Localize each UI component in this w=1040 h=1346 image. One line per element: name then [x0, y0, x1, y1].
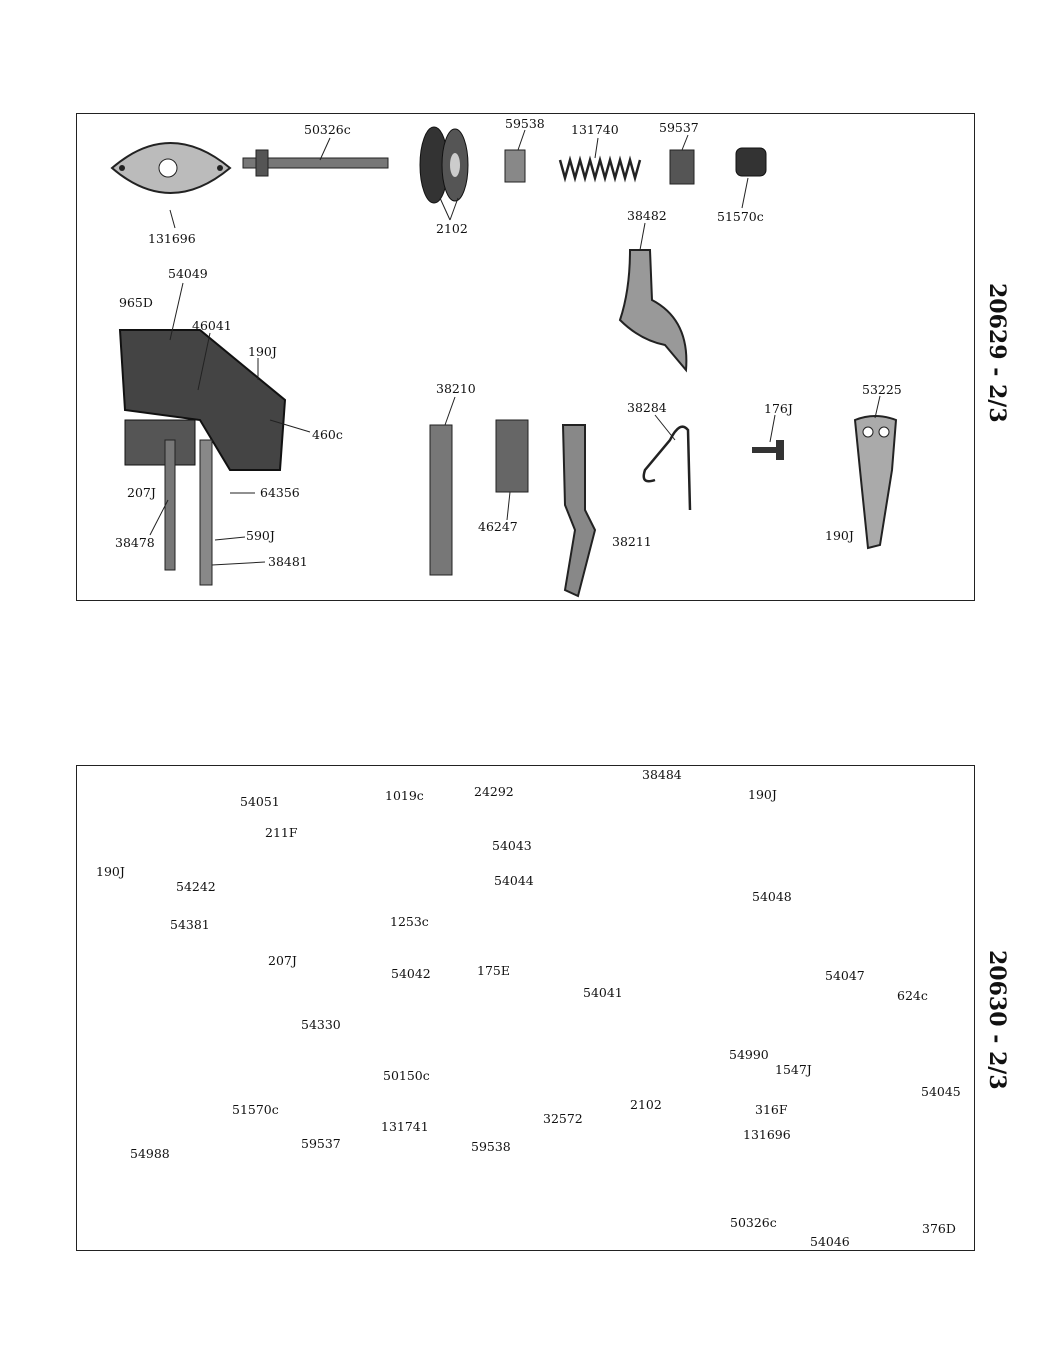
foot-part [561, 424, 597, 598]
part-number: 59538 [471, 1139, 511, 1154]
bushing-part [669, 149, 695, 185]
part-number: 316F [755, 1102, 788, 1117]
part-number: 38284 [627, 400, 667, 415]
part-number: 965D [119, 295, 153, 310]
part-number: 38482 [627, 208, 667, 223]
part-number: 175E [477, 963, 510, 978]
part-number: 190J [825, 528, 854, 543]
part-number: 59538 [505, 116, 545, 131]
part-number: 207J [268, 953, 297, 968]
part-number: 190J [96, 864, 125, 879]
part-number: 190J [248, 344, 277, 359]
stud-part [242, 149, 389, 177]
part-number: 54042 [391, 966, 431, 981]
part-number: 54990 [729, 1047, 769, 1062]
spring-part [558, 155, 642, 183]
part-number: 50150c [383, 1068, 430, 1083]
part-number: 131696 [743, 1127, 791, 1142]
knurled-nut-part [735, 147, 767, 177]
bar-part [429, 424, 453, 576]
part-number: 190J [748, 787, 777, 802]
screw-part [752, 440, 784, 460]
part-number: 131740 [571, 122, 619, 137]
bracket-assembly-part [118, 329, 287, 586]
part-number: 1253c [390, 914, 429, 929]
part-number: 176J [764, 401, 793, 416]
part-number: 54988 [130, 1146, 170, 1161]
part-number: 131741 [381, 1119, 429, 1134]
part-number: 1019c [385, 788, 424, 803]
part-number: 32572 [543, 1111, 583, 1126]
part-number: 46041 [192, 318, 232, 333]
part-number: 38481 [268, 554, 308, 569]
part-number: 54044 [494, 873, 534, 888]
discs-part [419, 126, 469, 204]
part-number: 54046 [810, 1234, 850, 1249]
part-number: 131696 [148, 231, 196, 246]
part-number: 54051 [240, 794, 280, 809]
plate-label: 20630 - 2/3 [984, 950, 1010, 1090]
part-number: 59537 [301, 1136, 341, 1151]
part-number: 2102 [436, 221, 468, 236]
part-number: 54047 [825, 968, 865, 983]
part-number: 38478 [115, 535, 155, 550]
part-number: 50326c [730, 1215, 777, 1230]
part-number: 211F [265, 825, 298, 840]
plate-label: 20629 - 2/3 [984, 283, 1010, 423]
part-number: 54041 [583, 985, 623, 1000]
part-number: 1547J [775, 1062, 812, 1077]
part-number: 2102 [630, 1097, 662, 1112]
part-number: 46247 [478, 519, 518, 534]
part-number: 54043 [492, 838, 532, 853]
part-number: 54330 [301, 1017, 341, 1032]
part-number: 53225 [862, 382, 902, 397]
plate-part [495, 419, 529, 493]
part-number: 38211 [612, 534, 652, 549]
part-number: 51570c [232, 1102, 279, 1117]
wire-part [642, 425, 692, 511]
part-number: 460c [312, 427, 343, 442]
part-number: 590J [246, 528, 275, 543]
part-number: 50326c [304, 122, 351, 137]
part-number: 207J [127, 485, 156, 500]
part-number: 54381 [170, 917, 210, 932]
parts-plate-bottom [76, 765, 975, 1251]
part-number: 376D [922, 1221, 956, 1236]
oval-plate-part [110, 142, 232, 194]
part-number: 51570c [717, 209, 764, 224]
part-number: 54242 [176, 879, 216, 894]
lever-part [618, 249, 688, 373]
part-number: 24292 [474, 784, 514, 799]
part-number: 54045 [921, 1084, 961, 1099]
part-number: 38484 [642, 767, 682, 782]
part-number: 64356 [260, 485, 300, 500]
part-number: 59537 [659, 120, 699, 135]
arm-part [853, 415, 898, 550]
part-number: 54048 [752, 889, 792, 904]
part-number: 624c [897, 988, 928, 1003]
part-number: 54049 [168, 266, 208, 281]
bushing-part [504, 149, 526, 183]
part-number: 38210 [436, 381, 476, 396]
